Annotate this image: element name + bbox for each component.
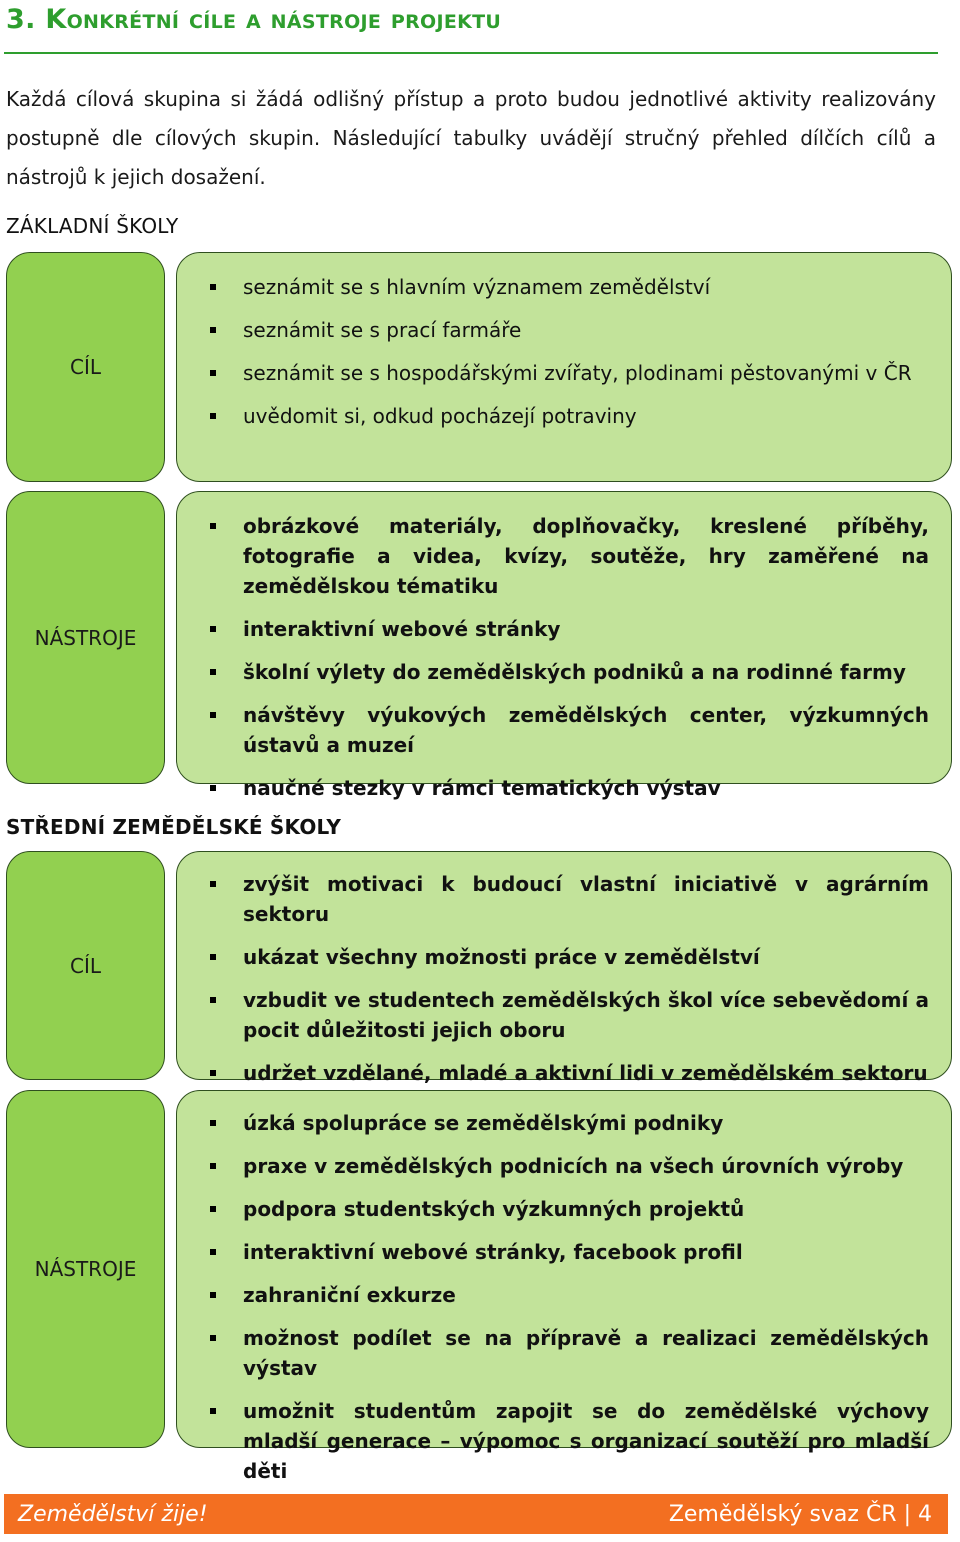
goal-list-box: zvýšit motivaci k budoucí vlastní inicia… — [176, 851, 952, 1085]
goal-list: zvýšit motivaci k budoucí vlastní inicia… — [177, 852, 951, 1088]
bullet-icon — [210, 1335, 216, 1341]
bullet-icon — [210, 712, 216, 718]
list-item: úzká spolupráce se zemědělskými podniky — [177, 1108, 951, 1138]
list-item: uvědomit si, odkud pocházejí potraviny — [177, 401, 951, 431]
bullet-icon — [210, 413, 216, 419]
bullet-icon — [210, 1070, 216, 1076]
page-footer: Zemědělství žije! Zemědělský svaz ČR | 4 — [4, 1494, 948, 1534]
tools-label-box: NÁSTROJE — [6, 491, 165, 784]
goal-list-box: seznámit se s hlavním významem zemědělst… — [176, 252, 952, 482]
bullet-icon — [210, 327, 216, 333]
list-item: zahraniční exkurze — [177, 1280, 951, 1310]
tools-label-box: NÁSTROJE — [6, 1090, 165, 1448]
list-item: interaktivní webové stránky — [177, 614, 951, 644]
bullet-icon — [210, 626, 216, 632]
list-item: podpora studentských výzkumných projektů — [177, 1194, 951, 1224]
footer-slogan: Zemědělství žije! — [18, 1501, 208, 1527]
bullet-icon — [210, 1408, 216, 1414]
list-item: obrázkové materiály, doplňovačky, kresle… — [177, 511, 951, 601]
bullet-icon — [210, 284, 216, 290]
intro-paragraph: Každá cílová skupina si žádá odlišný pří… — [6, 87, 936, 189]
list-item: ukázat všechny možnosti práce v zeměděls… — [177, 942, 951, 972]
bullet-icon — [210, 669, 216, 675]
goal-label: CÍL — [69, 355, 101, 379]
bullet-icon — [210, 1163, 216, 1169]
list-item: umožnit studentům zapojit se do zeměděls… — [177, 1396, 951, 1486]
goal-label-box: CÍL — [6, 252, 165, 482]
bullet-icon — [210, 1206, 216, 1212]
tools-list: úzká spolupráce se zemědělskými podniky … — [177, 1091, 951, 1486]
section-title-zakladni-skoly: ZÁKLADNÍ ŠKOLY — [6, 214, 179, 238]
goal-list: seznámit se s hlavním významem zemědělst… — [177, 253, 951, 431]
tools-label: NÁSTROJE — [34, 625, 137, 650]
footer-publisher-page: Zemědělský svaz ČR | 4 — [668, 1501, 932, 1527]
tools-label: NÁSTROJE — [34, 1257, 137, 1281]
list-item: zvýšit motivaci k budoucí vlastní inicia… — [177, 869, 951, 929]
list-item: seznámit se s prací farmáře — [177, 315, 951, 345]
bullet-icon — [210, 1292, 216, 1298]
list-item: interaktivní webové stránky, facebook pr… — [177, 1237, 951, 1267]
bullet-icon — [210, 881, 216, 887]
bullet-icon — [210, 785, 216, 791]
goal-label-box: CÍL — [6, 851, 165, 1080]
bullet-icon — [210, 1249, 216, 1255]
list-item: seznámit se s hlavním významem zemědělst… — [177, 272, 951, 302]
tools-list-box: úzká spolupráce se zemědělskými podniky … — [176, 1090, 952, 1483]
section-title-stredni-skoly: STŘEDNÍ ZEMĚDĚLSKÉ ŠKOLY — [6, 815, 342, 839]
bullet-icon — [210, 954, 216, 960]
bullet-icon — [210, 370, 216, 376]
tools-list: obrázkové materiály, doplňovačky, kresle… — [177, 492, 951, 803]
list-item: možnost podílet se na přípravě a realiza… — [177, 1323, 951, 1383]
list-item: naučné stezky v rámci tematických výstav — [177, 773, 951, 803]
bullet-icon — [210, 1120, 216, 1126]
list-item: praxe v zemědělských podnicích na všech … — [177, 1151, 951, 1181]
heading-divider — [4, 52, 938, 54]
page-heading: 3. Konkrétní cíle a nástroje projektu — [6, 4, 502, 35]
list-item: návštěvy výukových zemědělských center, … — [177, 700, 951, 760]
list-item: seznámit se s hospodářskými zvířaty, plo… — [177, 358, 951, 388]
tools-list-box: obrázkové materiály, doplňovačky, kresle… — [176, 491, 952, 800]
list-item: školní výlety do zemědělských podniků a … — [177, 657, 951, 687]
list-item: vzbudit ve studentech zemědělských škol … — [177, 985, 951, 1045]
goal-label: CÍL — [69, 953, 101, 978]
bullet-icon — [210, 523, 216, 529]
bullet-icon — [210, 997, 216, 1003]
list-item: udržet vzdělané, mladé a aktivní lidi v … — [177, 1058, 951, 1088]
